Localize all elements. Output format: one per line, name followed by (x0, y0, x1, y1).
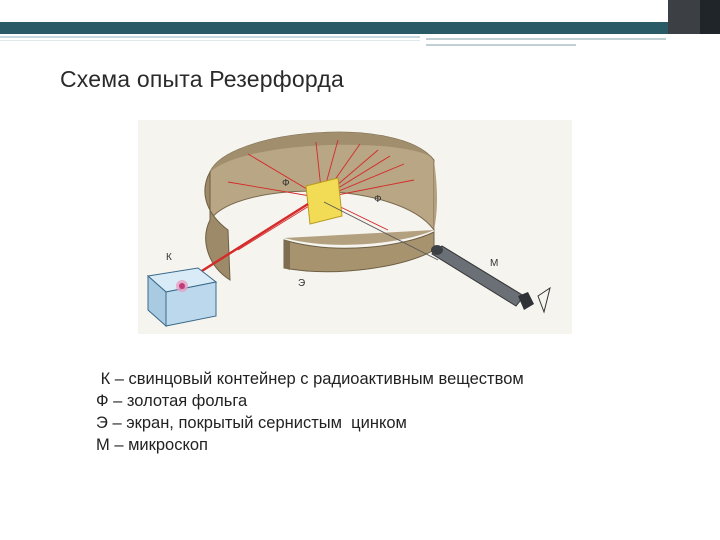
ring-left-wall (204, 170, 231, 281)
header-stripe (0, 22, 720, 34)
legend-line: К – свинцовый контейнер с радиоактивным … (96, 370, 524, 388)
observation-line (323, 201, 439, 261)
gold-foil (305, 177, 343, 225)
legend-line: Э – экран, покрытый сернистым цинком (96, 414, 407, 432)
slide-header-bar (0, 0, 720, 34)
slide-title: Схема опыта Резерфорда (60, 66, 344, 92)
label-foil-inner: Ф (374, 194, 382, 205)
ring-rim (210, 132, 434, 172)
label-container: К (166, 252, 172, 263)
legend-line: М – микроскоп (96, 436, 208, 454)
label-screen: Э (298, 278, 305, 289)
rutherford-diagram: К Ф Ф Э М (138, 120, 572, 334)
decor-line (426, 44, 576, 46)
microscope (431, 245, 551, 314)
decor-line (426, 38, 666, 40)
header-corner-block-dark (700, 0, 720, 34)
decor-line (0, 36, 420, 38)
label-foil-outer: Ф (282, 178, 290, 189)
label-microscope: М (490, 258, 498, 269)
lead-container (146, 267, 218, 328)
decor-line (0, 40, 420, 41)
legend-line: Ф – золотая фольга (96, 392, 248, 410)
legend: К – свинцовый контейнер с радиоактивным … (96, 368, 524, 456)
ring-front-end (284, 240, 290, 270)
